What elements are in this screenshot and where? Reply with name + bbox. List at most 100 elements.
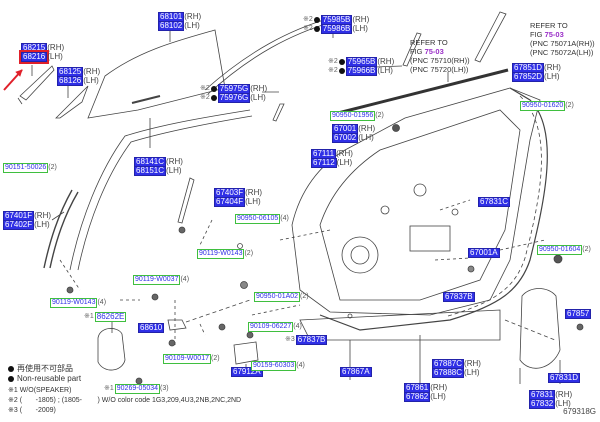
refer-line: REFER TO [410,38,448,47]
part-number-90119-W0143[interactable]: 90119-W0143 [197,248,245,259]
label-67857: 67857 [565,308,592,319]
part-number-68610[interactable]: 68610 [138,322,165,333]
part-number-90159-60303[interactable]: 90159-60303 [251,360,297,371]
bolt-label: 90950-01620(2) [520,100,574,111]
part-number-75966B[interactable]: 75966B [345,65,378,76]
label-67001: 67001(RH) 67002(LH) [332,123,375,143]
note-mark: ※2 [200,85,210,92]
part-number-75976G[interactable]: 75976G [217,92,251,103]
part-number-90950-01604[interactable]: 90950-01604 [537,244,583,255]
bolt-label: 90950-01604(2) [537,244,591,255]
bolt-label: 90950-06105(4) [235,213,289,224]
part-number-67888C[interactable]: 67888C [432,367,465,378]
note-1: ※1 W/O(SPEAKER) [8,387,72,394]
part-number-67867A[interactable]: 67867A [340,366,372,377]
quarter-glass-part [17,65,55,105]
rh-suffix: (RH) [336,149,353,158]
part-number-90109-W0017[interactable]: 90109-W0017 [163,353,211,364]
reference-note: REFER TO FIG 75-03 (PNC 75710(RH)) (PNC … [410,38,470,74]
part-number-90950-01956[interactable]: 90950-01956 [330,110,376,121]
part-number-90109-06227[interactable]: 90109-06227 [248,321,294,332]
part-number-68216-highlighted[interactable]: 68216 [18,49,50,64]
quantity: (3) [160,385,169,392]
note-mark: ※2 [328,67,338,74]
part-number-90151-50026[interactable]: 90151-50026 [3,162,49,173]
part-number-90950-01620[interactable]: 90950-01620 [520,100,566,111]
lh-suffix: (LH) [358,133,374,142]
label-67851: 67851D(RH) 67852D(LH) [512,62,561,82]
quantity: (2) [565,102,574,109]
label-67861: 67861(RH) 67862(LH) [404,382,447,402]
label-67401: 67401F(RH) 67402F(LH) [3,210,51,230]
refer-pnc: (PNC 75072A(LH)) [530,48,594,57]
part-number-67112[interactable]: 67112 [311,157,337,168]
quantity: (2) [582,246,591,253]
label-67831D: 67831D [548,372,581,383]
part-number-67001A[interactable]: 67001A [468,247,500,258]
lh-suffix: (LH) [34,220,50,229]
part-number-67002[interactable]: 67002 [332,132,359,143]
part-number-68102[interactable]: 68102 [158,20,185,31]
lh-suffix: (LH) [47,52,63,61]
lh-suffix: (LH) [245,197,261,206]
part-number-67832[interactable]: 67832 [529,398,556,409]
fig-link[interactable]: 75-03 [544,30,564,39]
part-number-68126[interactable]: 68126 [57,75,84,86]
refer-pnc: (PNC 75720(LH)) [410,65,469,74]
part-number-67837B[interactable]: 67837B [443,291,475,302]
note-mark: ※1 [104,385,114,392]
part-number-67857[interactable]: 67857 [565,308,592,319]
rh-suffix: (RH) [184,12,202,21]
note-mark: ※2 [200,94,210,101]
part-number-68151C[interactable]: 68151C [134,165,167,176]
part-number-67912A[interactable]: 67912A [231,366,263,377]
part-number-67831D[interactable]: 67831D [548,372,581,383]
part-number-90269-05034[interactable]: 90269-05034 [114,383,161,394]
rh-suffix: (RH) [47,43,65,52]
part-number-90119-W0143[interactable]: 90119-W0143 [50,297,98,308]
fig-link[interactable]: 75-03 [424,47,444,56]
part-number-90119-W0037[interactable]: 90119-W0037 [133,274,181,285]
label-67887: 67887C(RH) 67888C(LH) [432,358,481,378]
bolt-label: 90950-01956(2) [330,110,384,121]
quantity: (2) [244,250,254,257]
door-outer-panel [291,87,541,316]
bolt-label: 90119-W0143(2) [197,248,254,259]
non-reusable-dot-icon [313,25,320,32]
non-reusable-dot-icon [338,58,345,65]
bolt-label: 90159-60303(4) [251,360,305,371]
label-67837B-right: 67837B [443,291,475,302]
note-mark: ※2 [328,58,338,65]
non-reusable-dot-icon [338,67,345,74]
lh-suffix: (LH) [430,392,446,401]
b-pillar-garnish [474,11,507,63]
part-number-67837B[interactable]: 67837B [295,334,328,345]
part-number-90950-06105[interactable]: 90950-06105 [235,213,281,224]
label-67111: 67111(RH) 67112(LH) [311,148,353,168]
part-number-67862[interactable]: 67862 [404,391,431,402]
door-weatherstrip [319,87,548,331]
label-67912A: 67912A [231,366,263,377]
quantity: (2) [210,355,220,362]
part-number-67852D[interactable]: 67852D [512,71,545,82]
non-reusable-dot-icon [8,376,14,382]
lh-suffix: (LH) [166,166,182,175]
part-number-86262E[interactable]: 86262E [94,311,127,322]
rh-suffix: (RH) [166,157,183,166]
lh-suffix: (LH) [184,21,200,30]
part-number-67831C[interactable]: 67831C [478,196,511,207]
part-number-90950-01A02[interactable]: 90950-01A02 [254,291,301,302]
fig-prefix: FIG [530,30,545,39]
part-number-75986B[interactable]: 75986B [320,23,353,34]
glass-run-channel [69,109,253,271]
refer-line: REFER TO [530,21,568,30]
part-number-67402F[interactable]: 67402F [3,219,35,230]
part-number-67404F[interactable]: 67404F [214,196,246,207]
lh-suffix: (LH) [555,399,571,408]
quantity: (4) [296,362,305,369]
